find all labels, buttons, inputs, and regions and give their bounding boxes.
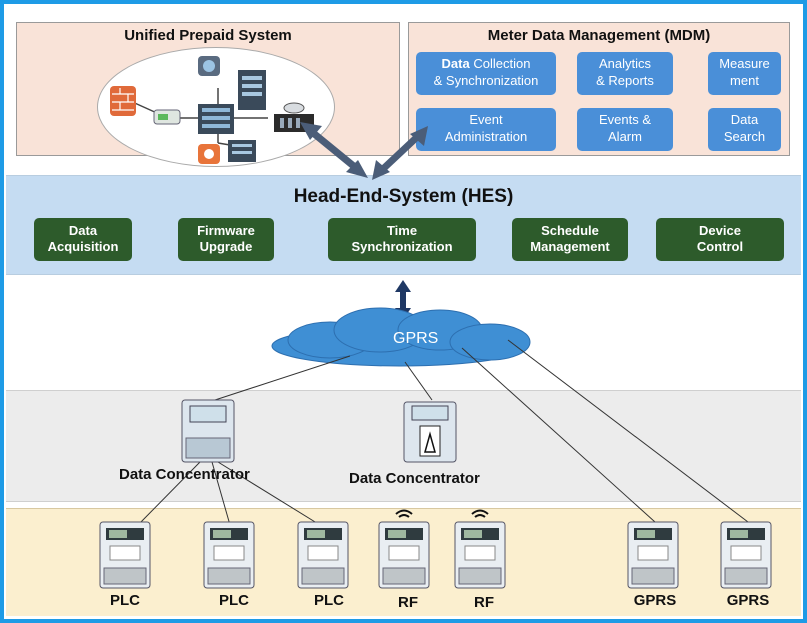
ups-hes-arrow: [300, 122, 368, 178]
server-cluster-illustration: [110, 56, 314, 164]
server-rack-icon: [238, 70, 266, 110]
mdm-box-line2: Alarm: [608, 129, 642, 144]
mdm-box-line2: & Reports: [596, 73, 654, 88]
data-search-box: Data Search: [708, 108, 781, 151]
mdm-box-line2: Administration: [444, 129, 528, 144]
smart-meter-icon: [378, 509, 430, 589]
ups-title: Unified Prepaid System: [124, 27, 292, 44]
mdm-box-line1: Analytics: [598, 56, 652, 71]
mdm-box-line1: Measure: [719, 56, 770, 71]
hes-box-line2: Upgrade: [199, 239, 253, 254]
hes-box-line1: Schedule: [541, 223, 599, 238]
hes-box-line1: Time: [386, 223, 418, 238]
wifi-icon: [471, 509, 489, 518]
mdm-title: Meter Data Management (MDM): [487, 27, 711, 44]
event-administration-box: Event Administration: [416, 108, 556, 151]
smart-meter-icon: [99, 521, 151, 589]
server-rack-icon: [228, 140, 256, 162]
mdm-box-line2: Search: [723, 129, 766, 144]
meter-label: RF: [398, 594, 418, 611]
mdm-box-line1: Event: [469, 112, 503, 127]
hes-box-line2: Synchronization: [351, 239, 453, 254]
hes-box-line2: Management: [530, 239, 610, 254]
wifi-icon: [395, 509, 413, 518]
firewall-icon: [110, 86, 136, 116]
mdm-box-line1: Events &: [598, 112, 652, 127]
server-rack-icon: [198, 104, 234, 134]
hes-box-line2: Control: [696, 239, 744, 254]
smart-meter-icon: [627, 521, 679, 589]
router-icon: [153, 109, 181, 125]
storage-icon: [274, 102, 314, 132]
hes-box-line1: Data: [68, 223, 98, 238]
smart-meter-icon: [720, 521, 772, 589]
web-service-icon: [198, 144, 220, 164]
gprs-cloud-label: GPRS: [393, 330, 439, 347]
meter-label: PLC: [110, 592, 140, 609]
data-concentrator-icon: [403, 401, 457, 463]
smart-meter-icon: [297, 521, 349, 589]
hes-box-line1: Firmware: [197, 223, 255, 238]
hes-box-line1: Device: [699, 223, 741, 238]
hes-box-line2: Acquisition: [47, 239, 119, 254]
mdm-box-line2: ment: [730, 73, 759, 88]
smart-meter-icon: [203, 521, 255, 589]
hes-title: Head-End-System (HES): [293, 186, 514, 207]
smart-meter-icon: [454, 509, 506, 589]
meter-label: GPRS: [726, 592, 770, 609]
meter-data-management-panel: Meter Data Management (MDM) Data Collect…: [408, 22, 790, 156]
ups-server-cluster: [97, 47, 335, 167]
data-collection-synchronization-box: Data Collection & Synchronization: [416, 52, 556, 95]
mdm-hes-arrow: [372, 126, 428, 180]
mdm-box-line1: Collection: [469, 56, 531, 71]
analytics-reports-box: Analytics & Reports: [577, 52, 673, 95]
globe-icon: [198, 56, 220, 76]
meter-label: PLC: [219, 592, 249, 609]
events-alarm-box: Events & Alarm: [577, 108, 673, 151]
data-concentrator-label-1: Data Concentrator: [119, 466, 250, 483]
meter-label: RF: [474, 594, 494, 611]
mdm-box-line1-bold: Data: [441, 56, 470, 71]
meter-label: PLC: [314, 592, 344, 609]
network-lines: [137, 339, 749, 526]
unified-prepaid-system-panel: Unified Prepaid System: [16, 22, 400, 167]
mdm-box-line2: & Synchronization: [433, 73, 539, 88]
measurement-box: Measure ment: [708, 52, 781, 95]
mdm-box-line1: Data: [730, 112, 759, 127]
data-concentrator-label-2: Data Concentrator: [349, 470, 480, 487]
gprs-cloud: [271, 307, 531, 367]
meter-label: GPRS: [633, 592, 677, 609]
data-concentrator-icon: [181, 399, 235, 463]
